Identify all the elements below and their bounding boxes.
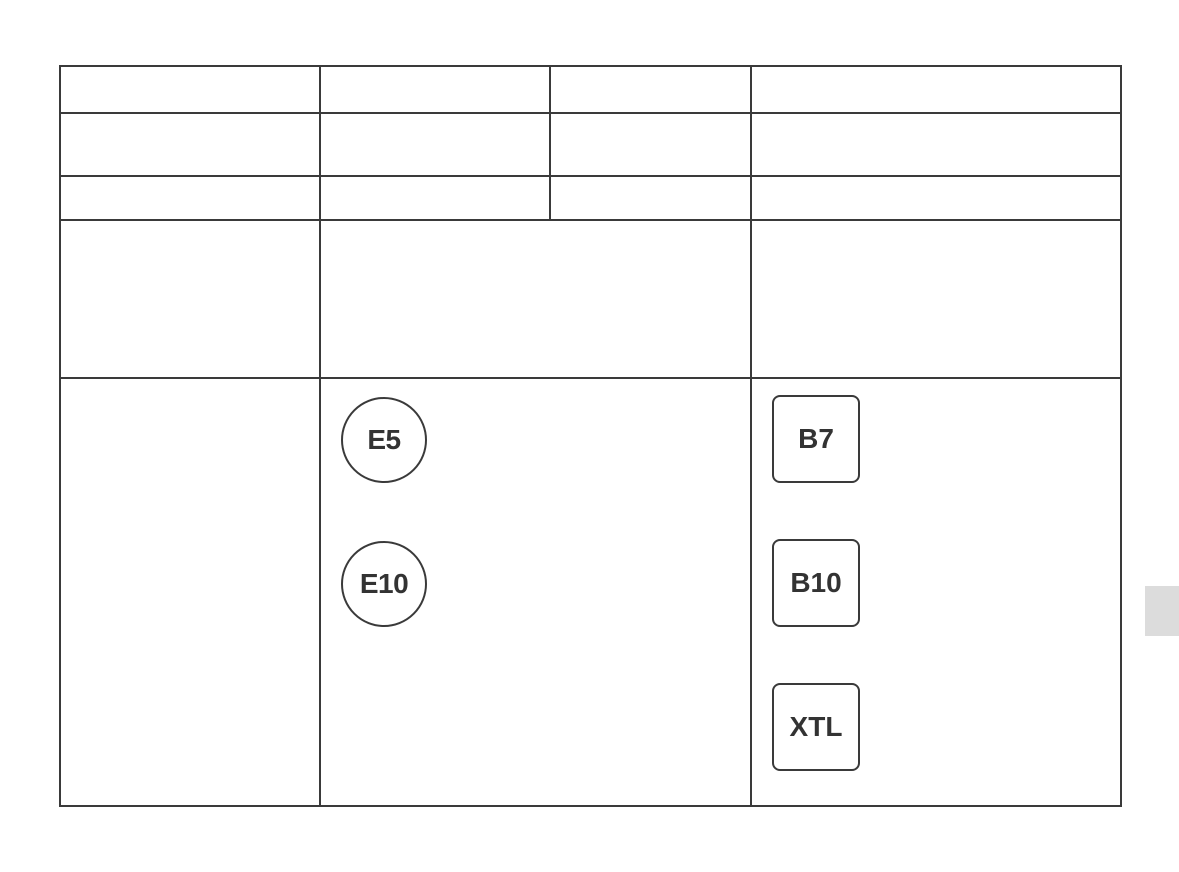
side-section-tab [1145, 586, 1179, 636]
row-divider-2 [59, 175, 1122, 177]
column-divider-3 [750, 65, 752, 807]
fuel-label-xtl: XTL [789, 711, 843, 742]
circle-fuel-icon: E10 [341, 541, 427, 627]
table-border-left [59, 65, 61, 807]
table-border-right [1120, 65, 1122, 807]
fuel-label-b10: B10 [790, 567, 842, 598]
row-divider-1 [59, 112, 1122, 114]
circle-fuel-icon: E5 [341, 397, 427, 483]
fuel-label-b7: B7 [798, 423, 834, 454]
square-fuel-icon: B10 [772, 539, 860, 627]
square-fuel-icon: XTL [772, 683, 860, 771]
row-divider-3 [59, 219, 1122, 221]
fuel-label-e10: E10 [359, 568, 409, 599]
table-border-bottom [59, 805, 1122, 807]
fuel-label-e5: E5 [367, 424, 401, 455]
row-divider-4 [59, 377, 1122, 379]
column-divider-2 [549, 65, 551, 221]
square-fuel-icon: B7 [772, 395, 860, 483]
table-border-top [59, 65, 1122, 67]
column-divider-1 [319, 65, 321, 807]
